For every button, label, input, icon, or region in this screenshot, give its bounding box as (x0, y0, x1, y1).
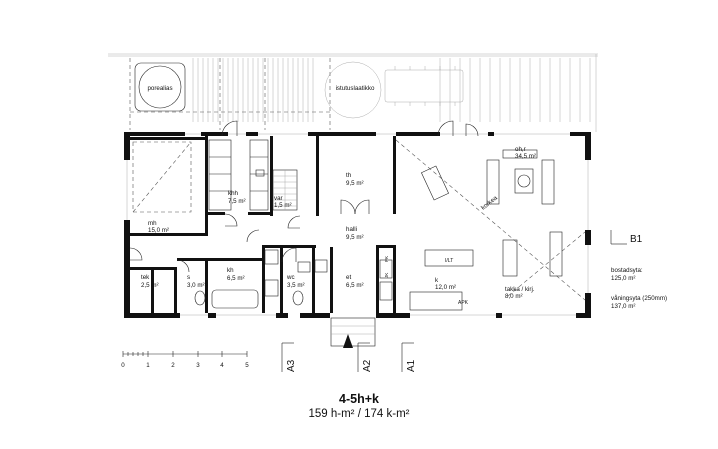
room-labels: mh 15,0 m² khh 7,5 m² var 1,5 m² th 9,5 … (141, 146, 536, 306)
room-mh-name: mh (148, 220, 157, 227)
living-furniture (421, 149, 563, 277)
apk-label: APK (458, 300, 469, 306)
room-mh-area: 15,0 m² (148, 227, 169, 234)
utility-cabinets (208, 139, 269, 211)
bathroom-fixtures (194, 249, 328, 309)
room-s-name: s (187, 274, 190, 281)
ceiling-high-label: korkea (480, 194, 499, 211)
room-ohr-name: oh,r (515, 146, 526, 153)
room-th-name: th (346, 172, 352, 179)
vaningsyta-label: våningsyta (250mm) (611, 295, 667, 302)
plan-title: 4-5h+k (339, 392, 379, 406)
room-ohr-area: 34,5 m² (515, 153, 536, 160)
plan-subtitle: 159 h-m² / 174 k-m² (309, 408, 410, 420)
room-tek-area: 2,5 m² (141, 282, 159, 289)
room-th-area: 9,5 m² (346, 180, 364, 187)
bostadsyta-label: bostadsyta: (611, 267, 643, 274)
section-a2-label: A2 (362, 359, 373, 372)
exterior-walls (124, 132, 591, 318)
terrace (108, 53, 598, 132)
room-tek-name: tek (141, 274, 150, 281)
room-khh-name: khh (228, 190, 239, 197)
section-marker-a1: A1 (401, 342, 417, 372)
section-a3-label: A3 (286, 359, 297, 372)
section-b1-label: B1 (630, 234, 643, 245)
section-marker-a3: A3 (281, 342, 297, 372)
diagonal-ceiling-line (395, 139, 586, 301)
hot-tub: porealias (134, 62, 186, 112)
kitchen-fixtures (379, 249, 474, 311)
scale-tick-0: 0 (121, 362, 125, 369)
scale-tick-1: 1 (146, 362, 150, 369)
room-var-name: var (274, 195, 283, 202)
room-wc-name: wc (286, 274, 295, 281)
room-s-area: 3,0 m² (187, 282, 205, 289)
scale-tick-4: 4 (220, 362, 224, 369)
planter: istutuslaatikko (324, 61, 464, 119)
room-k-name: k (435, 277, 439, 284)
scale-bar: 0 1 2 3 4 5 (121, 351, 249, 369)
room-kh-area: 6,5 m² (227, 275, 245, 282)
entrance-arrow-icon (343, 334, 353, 348)
room-halli-area: 9,5 m² (346, 234, 364, 241)
door-swings (129, 120, 479, 273)
room-et-name: et (346, 274, 351, 281)
jk-label: JK (384, 273, 389, 278)
area-summary: bostadsyta: 125,0 m² våningsyta (250mm) … (611, 267, 667, 310)
scale-tick-3: 3 (196, 362, 200, 369)
room-khh-area: 7,5 m² (228, 198, 246, 205)
entrance-stoop (330, 317, 376, 348)
section-marker-a2: A2 (357, 342, 373, 372)
scale-tick-5: 5 (245, 362, 249, 369)
room-var-area: 1,5 m² (274, 202, 292, 209)
planter-label: istutuslaatikko (336, 85, 375, 92)
room-wc-area: 3,5 m² (287, 282, 305, 289)
bostadsyta-value: 125,0 m² (611, 275, 635, 282)
room-takka-name: takka / kirj. (505, 286, 535, 293)
hot-tub-label: porealias (147, 85, 172, 92)
room-kh-name: kh (227, 267, 234, 274)
section-a1-label: A1 (406, 359, 417, 372)
section-marker-b1: B1 (610, 230, 643, 245)
vaningsyta-value: 137,0 m² (611, 303, 635, 310)
room-k-area: 12,0 m² (435, 284, 456, 291)
room-halli-name: halli (346, 226, 357, 233)
interior-walls (130, 136, 399, 313)
pk-label: PK (384, 256, 389, 262)
room-takka-area: 8,0 m² (505, 293, 523, 300)
bed-outline (132, 141, 192, 213)
ilt-label: I/LT (445, 258, 453, 264)
scale-tick-2: 2 (171, 362, 175, 369)
staircase (272, 169, 298, 211)
room-et-area: 6,5 m² (346, 282, 364, 289)
